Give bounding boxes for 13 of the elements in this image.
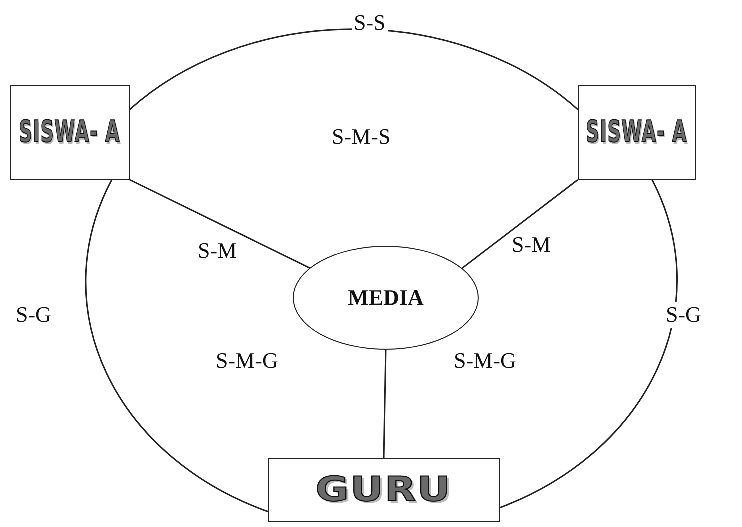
edge-label: S-G <box>664 302 704 328</box>
node-label: MEDIA <box>348 285 424 311</box>
outlined-title: GURU <box>316 470 452 510</box>
connector-line <box>86 180 268 512</box>
connector-line <box>460 179 578 271</box>
process-box <box>10 85 130 180</box>
connector-line <box>130 29 578 110</box>
outlined-title: SISWA- A <box>586 115 688 150</box>
process-box <box>268 458 500 522</box>
outlined-title: SISWA- A <box>19 115 121 150</box>
connector-line <box>500 180 678 509</box>
process-box <box>578 85 696 180</box>
connector-line <box>383 350 387 458</box>
